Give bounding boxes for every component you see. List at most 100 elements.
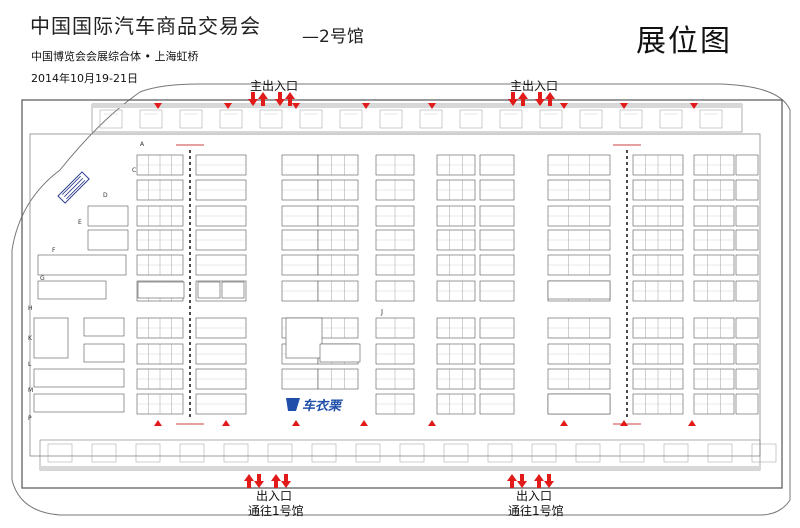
booth-block[interactable] (632, 205, 684, 227)
booth-block[interactable] (195, 254, 247, 276)
booth-block[interactable] (195, 229, 247, 251)
booth-block[interactable] (195, 179, 247, 201)
booth-block[interactable] (436, 317, 476, 339)
booth-block[interactable] (375, 343, 415, 365)
booth-block[interactable] (436, 179, 476, 201)
booth-block[interactable] (479, 343, 515, 365)
booth-block[interactable] (33, 368, 125, 388)
booth-block[interactable] (136, 179, 184, 201)
booth-block[interactable] (479, 393, 515, 415)
booth-block[interactable] (281, 229, 319, 251)
booth-block[interactable] (136, 154, 184, 176)
booth-block[interactable] (436, 254, 476, 276)
booth-block[interactable] (632, 317, 684, 339)
booth-block[interactable] (693, 317, 735, 339)
booth-block[interactable] (281, 205, 319, 227)
booth-block[interactable] (479, 154, 515, 176)
booth-block[interactable] (735, 393, 759, 415)
booth-block[interactable] (632, 280, 684, 302)
booth-block[interactable] (735, 280, 759, 302)
booth-block[interactable] (632, 229, 684, 251)
booth-block[interactable] (375, 368, 415, 390)
booth-block[interactable] (195, 393, 247, 415)
booth-block[interactable] (479, 368, 515, 390)
booth-block[interactable] (735, 205, 759, 227)
booth-block[interactable] (137, 281, 185, 299)
booth-block[interactable] (632, 393, 684, 415)
booth-block[interactable] (693, 254, 735, 276)
booth-block[interactable] (285, 317, 323, 359)
booth-block[interactable] (136, 205, 184, 227)
booth-block[interactable] (693, 343, 735, 365)
booth-block[interactable] (547, 317, 611, 339)
booth-block[interactable] (195, 154, 247, 176)
booth-block[interactable] (317, 368, 359, 390)
booth-block[interactable] (693, 368, 735, 390)
booth-block[interactable] (136, 317, 184, 339)
booth-block[interactable] (436, 154, 476, 176)
booth-block[interactable] (281, 179, 319, 201)
booth-block[interactable] (479, 205, 515, 227)
booth-block[interactable] (693, 393, 735, 415)
booth-block[interactable] (735, 317, 759, 339)
booth-block[interactable] (375, 393, 415, 415)
booth-block[interactable] (317, 254, 359, 276)
booth-block[interactable] (735, 154, 759, 176)
booth-block[interactable] (375, 317, 415, 339)
booth-block[interactable] (735, 229, 759, 251)
booth-block[interactable] (735, 254, 759, 276)
booth-block[interactable] (547, 280, 611, 300)
booth-block[interactable] (317, 317, 359, 339)
booth-block[interactable] (375, 254, 415, 276)
booth-block[interactable] (37, 254, 127, 276)
booth-block[interactable] (436, 205, 476, 227)
booth-block[interactable] (735, 343, 759, 365)
booth-block[interactable] (632, 254, 684, 276)
booth-block[interactable] (735, 368, 759, 390)
booth-block[interactable] (547, 229, 611, 251)
booth-block[interactable] (693, 229, 735, 251)
booth-block[interactable] (693, 179, 735, 201)
booth-block[interactable] (479, 317, 515, 339)
booth-block[interactable] (547, 179, 611, 201)
booth-block[interactable] (195, 368, 247, 390)
booth-block[interactable] (547, 393, 611, 415)
booth-block[interactable] (83, 343, 125, 363)
booth-block[interactable] (281, 280, 319, 302)
booth-block[interactable] (83, 317, 125, 337)
booth-block[interactable] (479, 280, 515, 302)
booth-block[interactable] (37, 280, 107, 300)
booth-block[interactable] (479, 254, 515, 276)
booth-block[interactable] (195, 317, 247, 339)
booth-block[interactable] (436, 343, 476, 365)
booth-block[interactable] (632, 179, 684, 201)
booth-block[interactable] (281, 154, 319, 176)
booth-block[interactable] (547, 254, 611, 276)
booth-block[interactable] (547, 205, 611, 227)
booth-block[interactable] (317, 205, 359, 227)
booth-block[interactable] (632, 368, 684, 390)
booth-block[interactable] (375, 205, 415, 227)
booth-block[interactable] (479, 179, 515, 201)
booth-block[interactable] (33, 393, 125, 413)
booth-block[interactable] (195, 205, 247, 227)
booth-block[interactable] (375, 280, 415, 302)
booth-block[interactable] (436, 393, 476, 415)
booth-block[interactable] (436, 229, 476, 251)
booth-block[interactable] (317, 179, 359, 201)
booth-block[interactable] (375, 154, 415, 176)
booth-block[interactable] (319, 343, 361, 363)
booth-block[interactable] (693, 280, 735, 302)
booth-block[interactable] (632, 343, 684, 365)
booth-block[interactable] (317, 154, 359, 176)
booth-block[interactable] (693, 205, 735, 227)
booth-block[interactable] (693, 154, 735, 176)
booth-block[interactable] (197, 281, 221, 299)
booth-block[interactable] (221, 281, 245, 299)
booth-block[interactable] (136, 368, 184, 390)
booth-block[interactable] (281, 368, 319, 390)
booth-block[interactable] (281, 254, 319, 276)
booth-block[interactable] (479, 229, 515, 251)
booth-block[interactable] (87, 205, 129, 227)
booth-block[interactable] (547, 368, 611, 390)
